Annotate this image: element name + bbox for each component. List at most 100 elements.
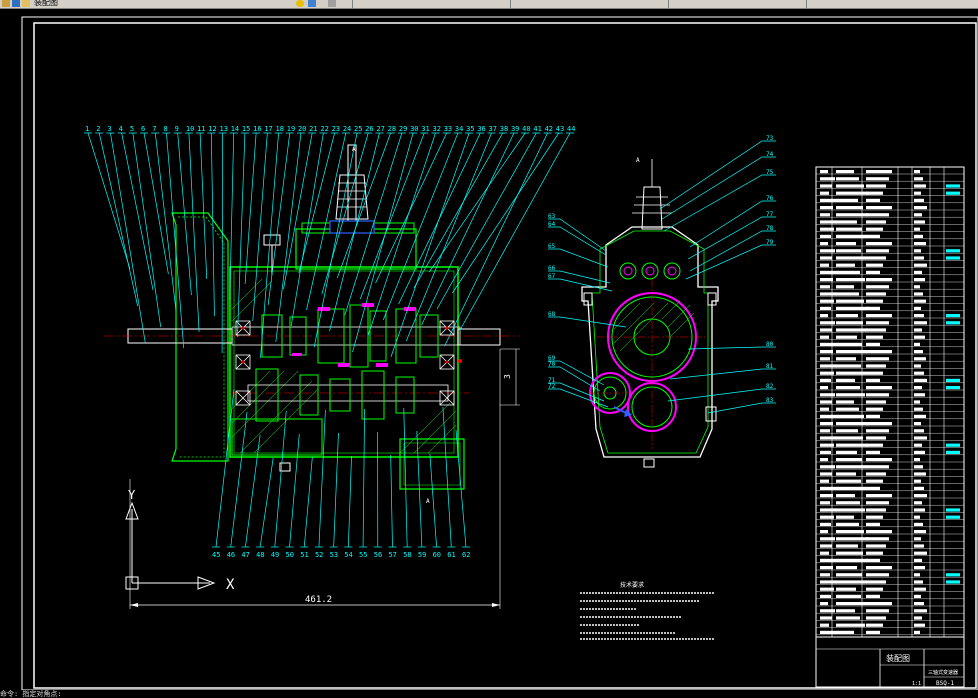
parts-cell-mark <box>836 213 868 217</box>
callout-leader <box>459 132 574 331</box>
folder-icon[interactable] <box>22 0 30 7</box>
callout-leader <box>230 411 248 548</box>
callout-leader <box>151 132 177 312</box>
parts-cell-mark <box>866 177 889 181</box>
parts-cell-mark <box>914 393 925 397</box>
parts-cell-mark <box>914 566 925 570</box>
parts-cell-mark <box>836 191 869 195</box>
callout-leader <box>117 132 154 291</box>
callout-number: 55 <box>359 551 367 559</box>
command-line[interactable]: 命令: 指定对角点: <box>0 690 978 698</box>
parts-cell-mark <box>946 515 960 519</box>
layer-icon[interactable] <box>328 0 336 7</box>
parts-cell-mark <box>836 393 865 397</box>
color-dropdown[interactable] <box>510 0 661 8</box>
callout-leader <box>548 270 611 284</box>
callout-leader <box>548 316 627 328</box>
callout-number: 8 <box>163 125 167 133</box>
parts-cell-mark <box>914 249 921 253</box>
parts-cell-mark <box>866 602 892 606</box>
save-icon[interactable] <box>12 0 20 7</box>
parts-cell-mark <box>820 170 828 174</box>
callout-number: 72 <box>548 383 556 390</box>
callout-leader <box>344 132 406 316</box>
parts-cell-mark <box>820 263 829 267</box>
properties-icon[interactable] <box>308 0 316 7</box>
parts-cell-mark <box>820 551 829 555</box>
parts-cell-mark <box>820 450 831 454</box>
file-label: 装配图 <box>34 0 58 7</box>
callout-leader <box>689 230 776 272</box>
callout-number: 7 <box>152 125 156 133</box>
callout-leader <box>289 433 300 548</box>
parts-cell-mark <box>820 508 837 512</box>
parts-cell-mark <box>836 587 856 591</box>
callout-number: 81 <box>766 363 774 370</box>
callout-leader <box>359 132 429 300</box>
callout-number: 52 <box>315 551 323 559</box>
parts-cell-mark <box>914 429 924 433</box>
callout-number: 51 <box>300 551 308 559</box>
callout-number: 5 <box>130 125 134 133</box>
parts-cell-mark <box>820 544 832 548</box>
help-icon[interactable] <box>296 0 304 7</box>
parts-cell-mark <box>836 270 860 274</box>
tech-requirements-title: 技术要求 <box>620 581 644 589</box>
callout-number: 75 <box>766 169 774 176</box>
parts-cell-mark <box>836 378 855 382</box>
parts-cell-mark <box>866 580 886 584</box>
parts-cell-mark <box>836 314 858 318</box>
parts-cell-mark <box>866 220 886 224</box>
callout-leader <box>267 132 294 306</box>
parts-cell-mark <box>836 306 869 310</box>
parts-cell-mark <box>866 350 892 354</box>
callout-number: 43 <box>556 125 564 133</box>
parts-cell-mark <box>914 357 926 361</box>
callout-number: 26 <box>365 125 373 133</box>
parts-cell-mark <box>820 414 836 418</box>
parts-cell-mark <box>914 198 924 202</box>
parts-cell-mark <box>914 501 922 505</box>
callout-number: 47 <box>241 551 249 559</box>
callout-leader <box>348 455 352 548</box>
parts-cell-mark <box>946 508 960 512</box>
parts-cell-mark <box>866 407 883 411</box>
callout-leader <box>375 132 451 284</box>
parts-cell-mark <box>820 602 828 606</box>
parts-cell-mark <box>914 436 927 440</box>
callout-leader <box>548 360 605 386</box>
callout-number: 36 <box>477 125 485 133</box>
parts-cell-mark <box>820 407 829 411</box>
callout-leader <box>306 132 350 311</box>
parts-cell-mark <box>820 328 832 332</box>
callout-number: 56 <box>374 551 382 559</box>
parts-cell-mark <box>836 515 854 519</box>
parts-cell-mark <box>836 170 854 174</box>
callout-number: 31 <box>421 125 429 133</box>
section-view-label: A <box>636 157 640 164</box>
parts-cell-mark <box>914 558 922 562</box>
linetype-dropdown[interactable] <box>668 0 799 8</box>
callout-number: 49 <box>271 551 279 559</box>
parts-cell-mark <box>820 321 835 325</box>
open-icon[interactable] <box>2 0 10 7</box>
callout-number: 53 <box>330 551 338 559</box>
callout-number: 10 <box>186 125 194 133</box>
layer-dropdown[interactable] <box>352 0 503 8</box>
parts-cell-mark <box>820 342 836 346</box>
parts-cell-mark <box>820 623 829 627</box>
parts-cell-mark <box>914 494 927 498</box>
lineweight-dropdown[interactable] <box>806 0 977 8</box>
callout-number: 83 <box>766 397 774 404</box>
parts-cell-mark <box>914 515 920 519</box>
callout-number: 15 <box>242 125 250 133</box>
callout-number: 40 <box>522 125 530 133</box>
axis-y-label: Y <box>128 488 136 502</box>
callout-number: 68 <box>548 311 556 318</box>
parts-cell-mark <box>914 371 924 375</box>
parts-cell-mark <box>866 278 892 282</box>
parts-cell-mark <box>866 486 880 490</box>
parts-cell-mark <box>914 400 920 404</box>
